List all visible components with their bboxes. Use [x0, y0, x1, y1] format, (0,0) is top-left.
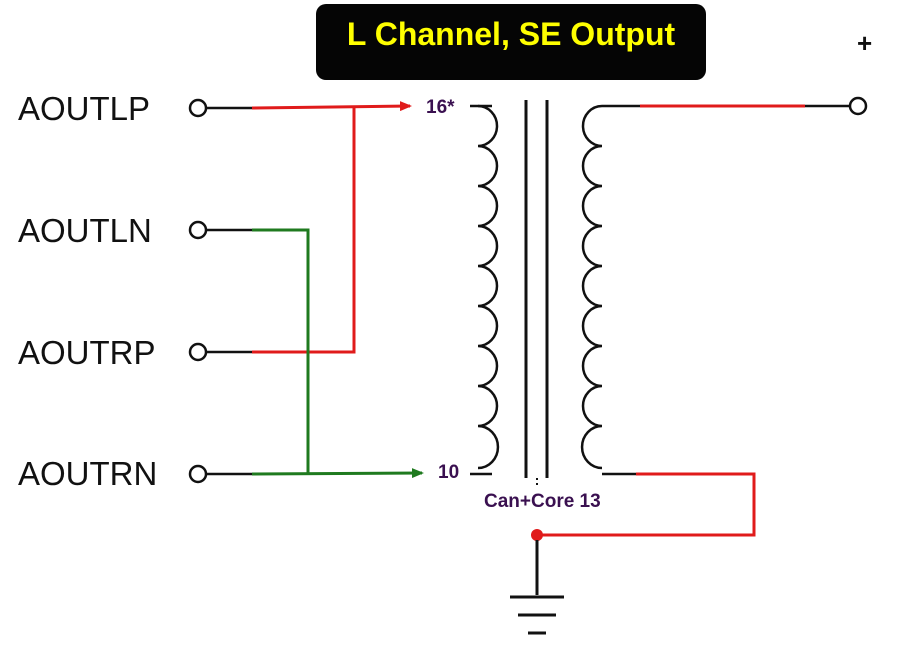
terminal-label-aoutrp: AOUTRP	[18, 334, 156, 371]
wire-aoutrn-to-pin10	[251, 468, 424, 479]
terminal-label-aoutrn: AOUTRN	[18, 455, 158, 492]
can-core-label: Can+Core 13	[484, 491, 601, 512]
secondary-winding	[580, 104, 603, 470]
pin-label-16: 16*	[426, 97, 455, 118]
wire-aoutln-to-pin10	[252, 228, 310, 474]
input-terminals	[188, 98, 252, 484]
terminal-circle-aoutlp	[188, 98, 208, 118]
wire-secondary-to-ground	[537, 472, 756, 537]
diagram-title: L Channel, SE Output	[346, 16, 676, 52]
pin-label-10: 10	[438, 462, 460, 483]
positive-wires	[251, 101, 412, 354]
negative-wires	[251, 228, 424, 479]
wire-aoutrp-to-pin16	[252, 108, 356, 354]
terminal-circle-aoutrp	[188, 342, 208, 362]
wire-aoutlp-to-pin16	[251, 101, 412, 112]
output-plus-label: +	[857, 28, 873, 58]
terminal-circle-aoutln	[188, 220, 208, 240]
title-banner: L Channel, SE Output	[316, 4, 706, 80]
ground-junction-dot	[531, 529, 543, 541]
terminal-label-aoutlp: AOUTLP	[18, 90, 151, 127]
primary-winding	[477, 104, 500, 470]
ground-symbol	[510, 540, 564, 635]
output-terminal-plus	[848, 96, 868, 116]
terminal-circle-aoutrn	[188, 464, 208, 484]
terminal-label-aoutln: AOUTLN	[18, 212, 152, 249]
transformer-core	[524, 100, 549, 478]
